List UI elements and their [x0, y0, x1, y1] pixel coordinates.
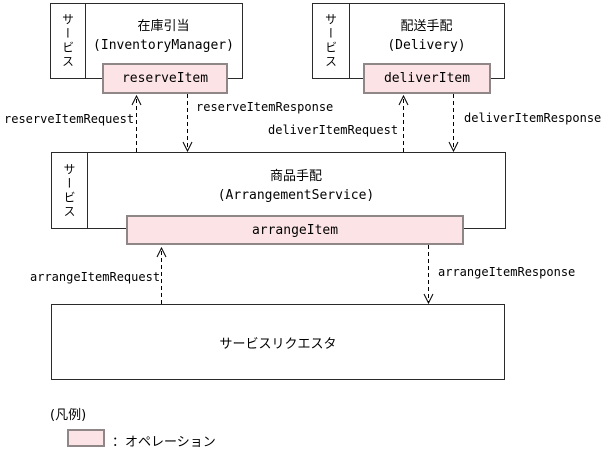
operation-label: reserveItem	[121, 71, 209, 86]
service-impl: (Delivery)	[387, 38, 466, 53]
service-name: 在庫引当	[137, 19, 190, 34]
arrange-item-request-arrow	[156, 246, 167, 304]
requester-label: サービスリクエスタ	[219, 336, 337, 352]
legend-title: (凡例)	[50, 408, 87, 423]
operation-arrange-item: arrangeItem	[126, 215, 464, 245]
reserve-item-response-arrow	[182, 94, 193, 153]
arrange-item-response-label: arrangeItemResponse	[438, 265, 576, 279]
arrange-item-request-label: arrangeItemRequest	[30, 270, 161, 284]
service-impl: (ArrangementService)	[217, 188, 375, 203]
service-tab-label: サービス	[313, 4, 350, 78]
service-name: 配送手配	[400, 19, 453, 34]
operation-deliver-item: deliverItem	[363, 63, 491, 94]
service-tab-label: サービス	[51, 4, 86, 78]
reserve-item-request-arrow	[131, 94, 142, 152]
deliver-item-response-label: deliverItemResponse	[464, 111, 602, 125]
operation-label: arrangeItem	[251, 222, 339, 238]
reserve-item-request-label: reserveItemRequest	[4, 112, 135, 126]
requester-box: サービスリクエスタ	[51, 304, 505, 380]
arrange-item-response-arrow	[423, 245, 434, 305]
deliver-item-response-arrow	[448, 94, 459, 153]
operation-label: deliverItem	[383, 71, 471, 86]
service-tab-label: サービス	[52, 153, 88, 228]
legend-operation-label: ：オペレーション	[112, 435, 216, 450]
operation-reserve-item: reserveItem	[102, 63, 228, 94]
service-name: 商品手配	[269, 169, 322, 184]
reserve-item-response-label: reserveItemResponse	[196, 100, 334, 114]
deliver-item-request-label: deliverItemRequest	[268, 123, 399, 137]
service-impl: (InventoryManager)	[93, 38, 234, 53]
legend-operation-swatch	[67, 429, 105, 447]
deliver-item-request-arrow	[398, 94, 409, 152]
